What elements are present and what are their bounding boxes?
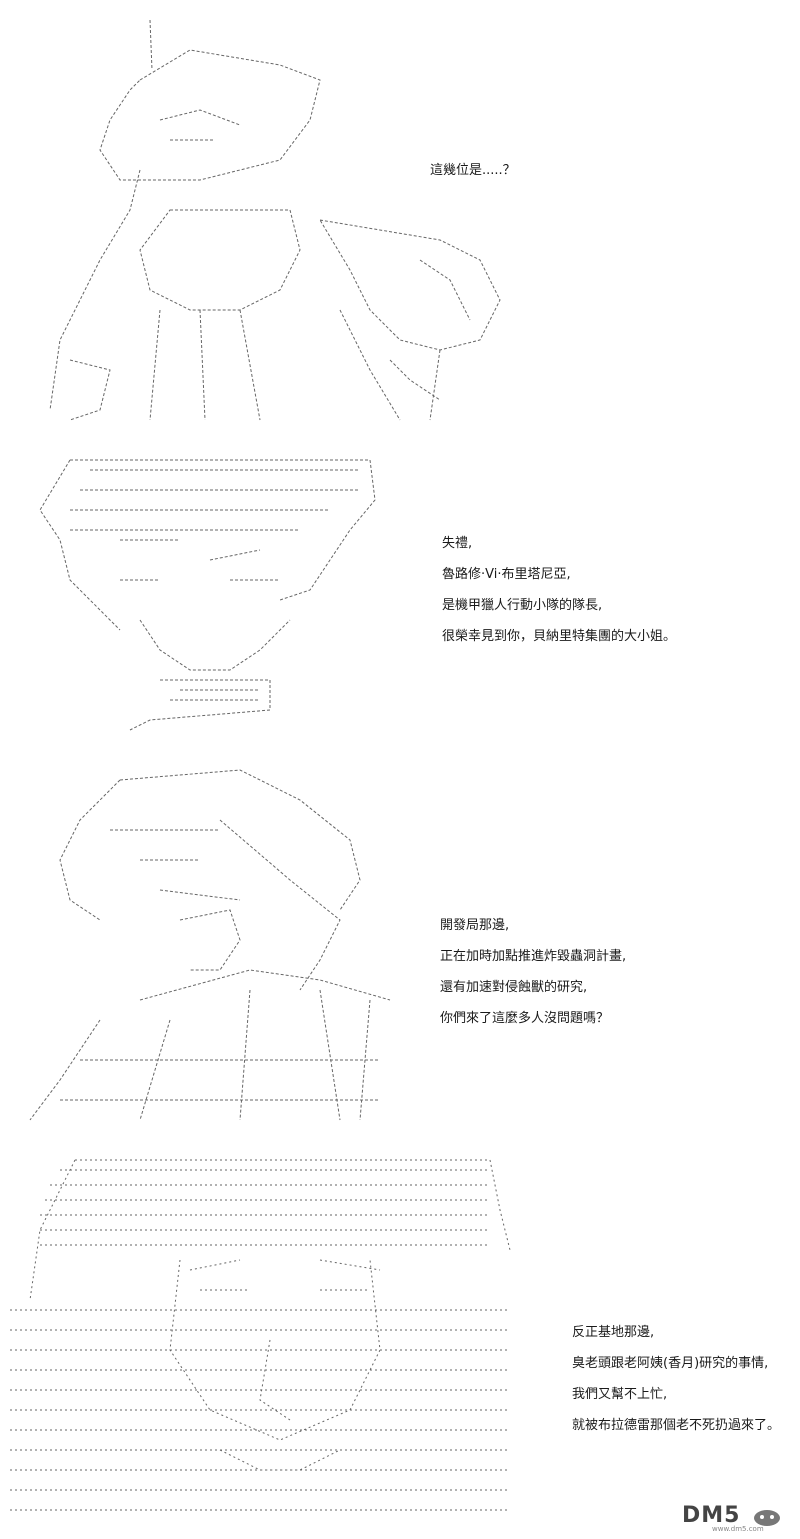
logo-subtitle: www.dm5.com [712,1525,764,1533]
dialogue-line: 反正基地那邊, [572,1325,655,1340]
ascii-art-drawing [39,459,376,731]
mascot-icon [754,1510,780,1526]
dialogue-box: 這幾位是.....？ [430,155,516,186]
dialogue-line: 我們又幫不上忙, [572,1387,668,1402]
dialogue-line: 開發局那邊, [440,918,510,933]
ascii-art-drawing [49,19,501,421]
dialogue-line: 魯路修·Vi·布里塔尼亞, [442,567,571,582]
panel-2: 失禮, 魯路修·Vi·布里塔尼亞, 是機甲獵人行動小隊的隊長, 很榮幸見到你，貝… [0,450,800,750]
ascii-art-portrait [30,450,380,740]
ascii-art-portrait [20,760,400,1130]
logo-text: DM5 [682,1503,741,1528]
dialogue-line: 你們來了這麼多人沒問題嗎？ [440,1011,610,1026]
dialogue-box: 開發局那邊, 正在加時加點推進炸毀蟲洞計畫, 還有加速對侵蝕獸的研究, 你們來了… [440,910,626,1034]
dialogue-line: 是機甲獵人行動小隊的隊長, [442,598,603,613]
dialogue-line: 還有加速對侵蝕獸的研究, [440,980,588,995]
site-logo: DM5 www.dm5.com [682,1503,786,1533]
ascii-art-figures [40,10,520,430]
dialogue-line: 臭老頭跟老阿姨(香月)研究的事情, [572,1356,769,1371]
ascii-art-drawing [29,769,391,1121]
ascii-art-drawing [10,1159,511,1511]
ascii-art-portrait [0,1150,530,1535]
dialogue-box: 失禮, 魯路修·Vi·布里塔尼亞, 是機甲獵人行動小隊的隊長, 很榮幸見到你，貝… [442,528,676,652]
dialogue-line: 就被布拉德雷那個老不死扔過來了。 [572,1418,781,1433]
dialogue-line: 失禮, [442,536,473,551]
dialogue-box-panel-4: 反正基地那邊, 臭老頭跟老阿姨(香月)研究的事情, 我們又幫不上忙, 就被布拉德… [572,1317,780,1441]
panel-1: 這幾位是.....？ [0,0,800,440]
dialogue-line: 正在加時加點推進炸毀蟲洞計畫, [440,949,627,964]
panel-4 [0,1150,800,1539]
dialogue-line: 這幾位是.....？ [430,163,516,178]
dialogue-line: 很榮幸見到你，貝納里特集團的大小姐。 [442,629,677,644]
panel-3: 開發局那邊, 正在加時加點推進炸毀蟲洞計畫, 還有加速對侵蝕獸的研究, 你們來了… [0,760,800,1135]
